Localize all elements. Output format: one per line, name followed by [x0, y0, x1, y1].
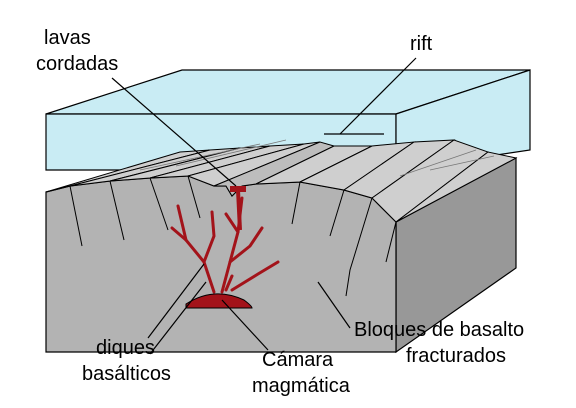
leader-lines: [111, 57, 417, 355]
leader-diques: [149, 281, 207, 355]
label-lavas: lavas: [44, 27, 91, 49]
leader-diques: [147, 263, 205, 339]
magma-chamber: [185, 293, 253, 309]
rock-front-face: [45, 175, 397, 353]
label-magmatica: magmática: [252, 375, 351, 397]
leader-camara: [221, 299, 269, 351]
dike-to-rift: [236, 189, 242, 231]
leader-lavas-cordadas: [111, 77, 237, 187]
label-diques: diques: [96, 337, 155, 359]
rift-valley-floor: [213, 141, 336, 197]
fault-lines: [69, 175, 397, 297]
lava-flow-lines: [139, 139, 495, 177]
label-camara: Cámara: [262, 349, 334, 371]
label-basalticos: basálticos: [82, 363, 171, 385]
label-rift: rift: [410, 33, 433, 55]
label-bloques-de-basalto: Bloques de basalto: [354, 319, 524, 341]
label-cordadas: cordadas: [36, 53, 118, 75]
right-fault-blocks: [255, 139, 518, 223]
leader-rift: [339, 57, 417, 135]
fault-block: [395, 151, 518, 223]
label-fracturados: fracturados: [406, 345, 506, 367]
rift-lava: [230, 186, 246, 192]
leader-bloques: [317, 281, 351, 329]
